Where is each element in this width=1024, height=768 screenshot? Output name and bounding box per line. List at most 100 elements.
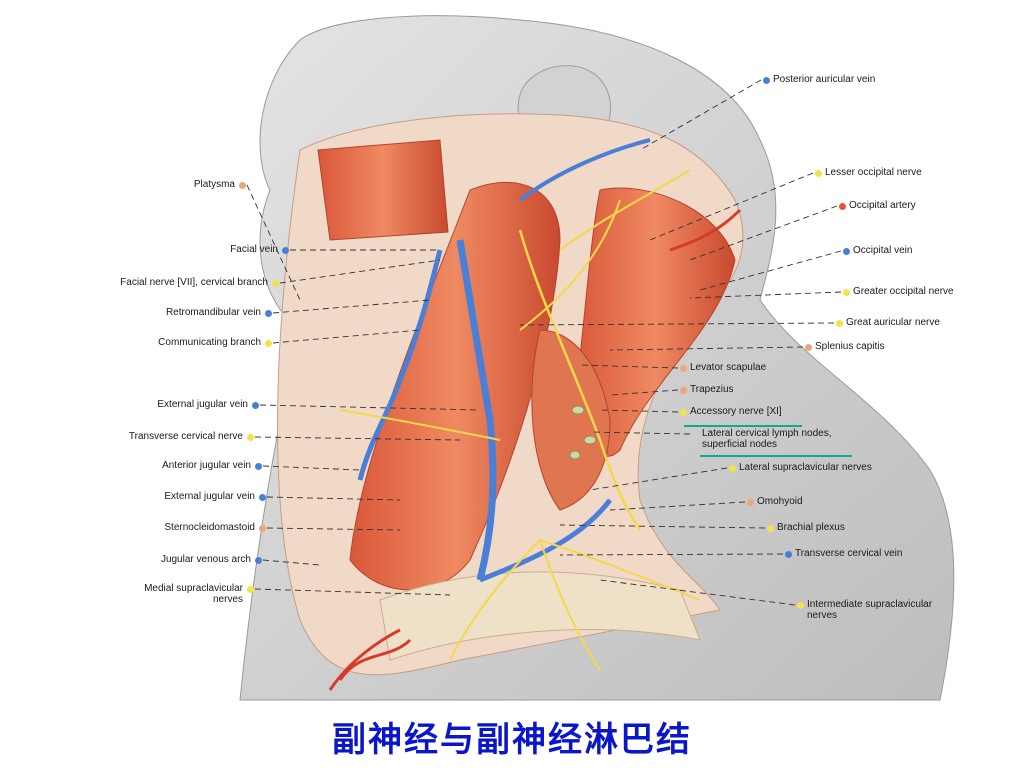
leader-line	[254, 588, 451, 596]
label-lesser-occipital-nerve: Lesser occipital nerve	[825, 167, 922, 178]
platysma-muscle	[317, 139, 449, 241]
label-dot-muscle	[680, 387, 687, 394]
leader-line	[689, 205, 838, 261]
label-great-auricular-nerve: Great auricular nerve	[846, 317, 940, 328]
leader-line	[589, 431, 691, 435]
label-dot-nerve	[729, 465, 736, 472]
leader-line	[272, 299, 431, 314]
label-accessory-nerve-xi: Accessory nerve [XI]	[690, 406, 782, 417]
leader-line	[559, 553, 784, 556]
slide-title: 副神经与副神经淋巴结	[332, 720, 692, 760]
label-dot-nerve	[836, 320, 843, 327]
leader-line	[599, 579, 796, 606]
label-external-jugular-vein: External jugular vein	[157, 399, 248, 410]
label-dot-nerve	[247, 434, 254, 441]
label-dot-vein	[252, 402, 259, 409]
label-dot-nerve	[680, 409, 687, 416]
label-splenius-capitis: Splenius capitis	[815, 341, 885, 352]
label-occipital-vein: Occipital vein	[853, 245, 913, 256]
label-facial-nerve-vii-cervical-branch: Facial nerve [VII], cervical branch	[120, 277, 268, 288]
label-dot-vein	[259, 494, 266, 501]
label-dot-muscle	[259, 525, 266, 532]
label-dot-vein	[785, 551, 792, 558]
label-dot-muscle	[239, 182, 246, 189]
label-dot-vein	[265, 310, 272, 317]
label-dot-nerve	[815, 170, 822, 177]
label-dot-vein	[255, 557, 262, 564]
label-dot-nerve	[797, 602, 804, 609]
label-dot-nerve	[265, 340, 272, 347]
lymph-nodes	[569, 405, 597, 460]
label-dot-nerve	[843, 289, 850, 296]
label-trapezius: Trapezius	[690, 384, 734, 395]
leader-line	[519, 322, 835, 326]
leader-line	[609, 346, 804, 351]
transverse-cervical-vein	[479, 498, 612, 583]
leader-line	[259, 404, 481, 411]
accessory-nerve	[518, 229, 642, 531]
label-transverse-cervical-nerve: Transverse cervical nerve	[128, 431, 243, 442]
label-dot-muscle	[805, 344, 812, 351]
leader-line	[689, 291, 842, 299]
leader-line	[699, 250, 842, 291]
label-retromandibular-vein: Retromandibular vein	[165, 307, 261, 318]
occipital-artery	[669, 208, 742, 252]
leader-lines	[246, 79, 842, 606]
label-dot-artery	[839, 203, 846, 210]
external-jugular-vein	[456, 239, 497, 581]
label-transverse-cervical-vein: Transverse cervical vein	[795, 548, 903, 559]
accessory-nerve-underline	[684, 425, 802, 427]
retromandibular-vein	[357, 249, 443, 481]
label-posterior-auricular-vein: Posterior auricular vein	[773, 74, 876, 85]
label-dot-muscle	[680, 365, 687, 372]
label-greater-occipital-nerve: Greater occipital nerve	[853, 286, 954, 297]
clavicle-region	[379, 571, 701, 661]
label-occipital-artery: Occipital artery	[849, 200, 916, 211]
label-communicating-branch: Communicating branch	[158, 337, 261, 348]
leader-line	[266, 496, 401, 501]
transverse-cervical-nerve	[339, 409, 501, 441]
label-anterior-jugular-vein: Anterior jugular vein	[162, 460, 251, 471]
label-dot-nerve	[767, 525, 774, 532]
label-brachial-plexus: Brachial plexus	[777, 522, 845, 533]
label-levator-scapulae: Levator scapulae	[690, 362, 767, 373]
label-sternocleidomastoid: Sternocleidomastoid	[164, 522, 255, 533]
leader-line	[639, 79, 762, 151]
trapezius-muscle	[574, 187, 736, 457]
leader-line	[609, 501, 746, 511]
label-omohyoid: Omohyoid	[757, 496, 803, 507]
label-jugular-venous-arch: Jugular venous arch	[160, 554, 251, 565]
lymph-nodes-underline	[700, 455, 852, 457]
supraclavicular-nerves	[449, 539, 701, 671]
label-dot-nerve	[272, 280, 279, 287]
leader-line	[279, 259, 441, 284]
leader-line	[246, 184, 301, 301]
label-facial-vein: Facial vein	[230, 244, 278, 255]
leader-line	[272, 329, 421, 344]
leader-line	[599, 409, 679, 413]
label-dot-muscle	[747, 499, 754, 506]
label-dot-vein	[282, 247, 289, 254]
leader-line	[254, 436, 461, 441]
leader-line	[559, 524, 766, 529]
leader-line	[266, 527, 401, 531]
label-dot-nerve	[247, 586, 254, 593]
leader-line	[589, 467, 728, 491]
label-dot-vein	[763, 77, 770, 84]
leader-line	[262, 465, 361, 471]
leader-line	[579, 364, 679, 369]
label-dot-vein	[843, 248, 850, 255]
superficial-vessels	[328, 628, 412, 691]
label-lateral-cervical-lymph-nodes: Lateral cervical lymph nodes,superficial…	[702, 428, 832, 450]
label-lateral-supraclavicular-nerves: Lateral supraclavicular nerves	[739, 462, 872, 473]
label-external-jugular-vein: External jugular vein	[164, 491, 255, 502]
levator-scapulae-muscle	[531, 329, 611, 511]
leader-line	[609, 389, 679, 396]
label-dot-vein	[255, 463, 262, 470]
lesser-occipital-nerve	[559, 169, 691, 251]
posterior-auricular-vein	[518, 138, 651, 202]
